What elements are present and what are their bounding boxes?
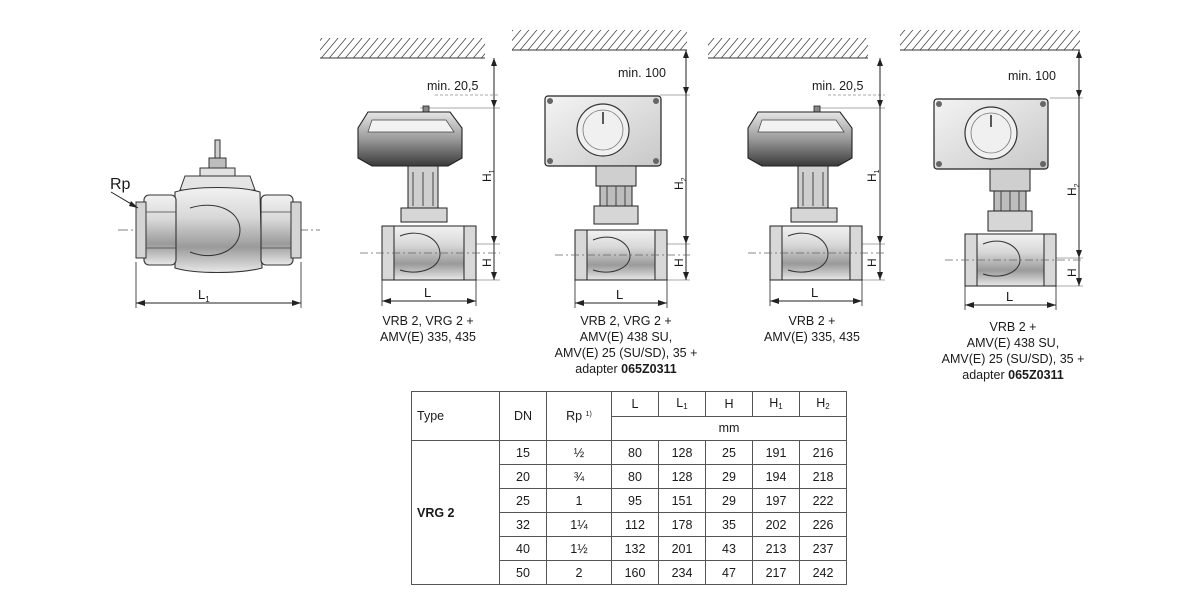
h1-dimension-label: H1 [480, 169, 496, 182]
l1-dimension-label: L1 [198, 287, 210, 304]
min-clearance-label: min. 20,5 [427, 79, 478, 93]
valve-view-1: min. 20,5 H1 H L [320, 38, 500, 306]
l1-header: L1 [658, 391, 706, 417]
h1-header: H1 [752, 391, 800, 417]
l-dimension-label: L [616, 287, 623, 302]
rp-label: Rp [110, 176, 131, 193]
valve-view-3: min. 20,5 H1 H L [708, 38, 885, 306]
l-header: L [611, 391, 659, 417]
h2-dimension-label: H2 [1065, 183, 1081, 196]
caption-view-4: VRB 2 + AMV(E) 438 SU, AMV(E) 25 (SU/SD)… [941, 320, 1085, 382]
h2-header: H2 [799, 391, 847, 417]
min-clearance-label: min. 100 [1008, 69, 1056, 83]
unit-cell: mm [611, 415, 847, 441]
h-dimension-label: H [1065, 268, 1079, 277]
h-dimension-label: H [672, 258, 686, 267]
caption-view-2: VRB 2, VRG 2 + AMV(E) 438 SU, AMV(E) 25 … [554, 314, 698, 376]
rp-header: Rp 1) [546, 391, 612, 441]
h2-dimension-label: H2 [672, 177, 688, 190]
l-dimension-label: L [1006, 289, 1013, 304]
valve-front-view: Rp L1 [110, 139, 320, 308]
l-dimension-label: L [811, 285, 818, 300]
dn-header: DN [499, 391, 547, 441]
h-dimension-label: H [865, 258, 879, 267]
min-clearance-label: min. 20,5 [812, 79, 863, 93]
h-dimension-label: H [480, 258, 494, 267]
l-dimension-label: L [424, 285, 431, 300]
h1-dimension-label: H1 [865, 169, 881, 182]
adapter-code: 065Z0311 [1008, 368, 1064, 382]
valve-view-4: min. 100 H2 H L [900, 30, 1083, 310]
caption-view-1: VRB 2, VRG 2 + AMV(E) 335, 435 [380, 314, 476, 344]
h-header: H [705, 391, 753, 417]
min-clearance-label: min. 100 [618, 66, 666, 80]
caption-view-3: VRB 2 + AMV(E) 335, 435 [764, 314, 860, 344]
type-header: Type [411, 391, 500, 441]
adapter-code: 065Z0311 [621, 362, 677, 376]
valve-view-2: min. 100 H2 H L [512, 30, 690, 308]
group-label: VRG 2 [411, 440, 500, 585]
